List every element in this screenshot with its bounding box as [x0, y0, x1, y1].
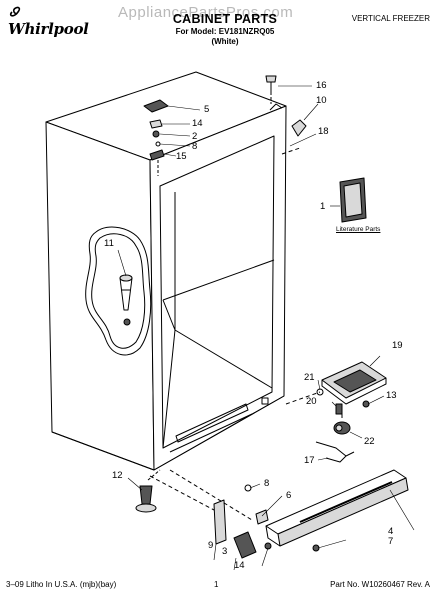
callout-3: 3: [222, 546, 228, 557]
callout-14-bottom: 14: [234, 560, 245, 571]
product-category: VERTICAL FREEZER: [351, 14, 430, 23]
top-right-parts: [265, 75, 307, 137]
callout-13: 13: [386, 390, 397, 401]
toe-grille: [265, 469, 409, 547]
callout-21: 21: [304, 372, 315, 383]
alignment-lines: [281, 147, 343, 420]
callout-15: 15: [176, 151, 187, 162]
callout-16: 16: [316, 80, 327, 91]
literature-parts-label: Literature Parts: [336, 226, 381, 233]
model-line: For Model: EV181NZRQ05: [175, 27, 275, 36]
callout-6: 6: [286, 490, 292, 501]
callout-19: 19: [392, 340, 403, 351]
callout-8: 8: [192, 141, 198, 152]
leveling-leg: [135, 469, 161, 513]
callout-4: 4: [388, 526, 394, 537]
callout-18: 18: [318, 126, 329, 137]
cutaway-detail: [85, 226, 152, 356]
callout-8-bottom: 8: [264, 478, 270, 489]
brand-name: Whirlpool: [8, 20, 89, 38]
callout-9: 9: [208, 540, 214, 551]
callout-17: 17: [304, 455, 315, 466]
footer-litho: 3–09 Litho In U.S.A. (mjb)(bay): [6, 580, 117, 589]
page-title: CABINET PARTS: [172, 12, 278, 26]
bottom-hinge-parts: [149, 469, 272, 559]
switch-parts: [315, 403, 355, 463]
callout-11: 11: [104, 238, 114, 249]
bracket-assembly: [316, 361, 387, 408]
callout-10: 10: [316, 95, 327, 106]
literature-part: [339, 177, 367, 223]
watermark: AppliancePartsPros.com: [118, 4, 294, 21]
callout-22: 22: [364, 436, 375, 447]
footer-part-number: Part No. W10260467 Rev. A: [330, 580, 430, 589]
callout-7: 7: [388, 536, 394, 547]
callout-12: 12: [112, 470, 123, 481]
whirlpool-logo-icon: [6, 6, 26, 27]
callout-20: 20: [306, 396, 317, 407]
footer-page-number: 1: [214, 580, 219, 589]
callout-5: 5: [204, 104, 210, 115]
model-info: For Model: EV181NZRQ05 (White): [150, 27, 300, 47]
callout-1: 1: [320, 201, 326, 212]
callout-2: 2: [192, 131, 198, 142]
callout-14: 14: [192, 118, 203, 129]
color-line: (White): [211, 37, 239, 46]
